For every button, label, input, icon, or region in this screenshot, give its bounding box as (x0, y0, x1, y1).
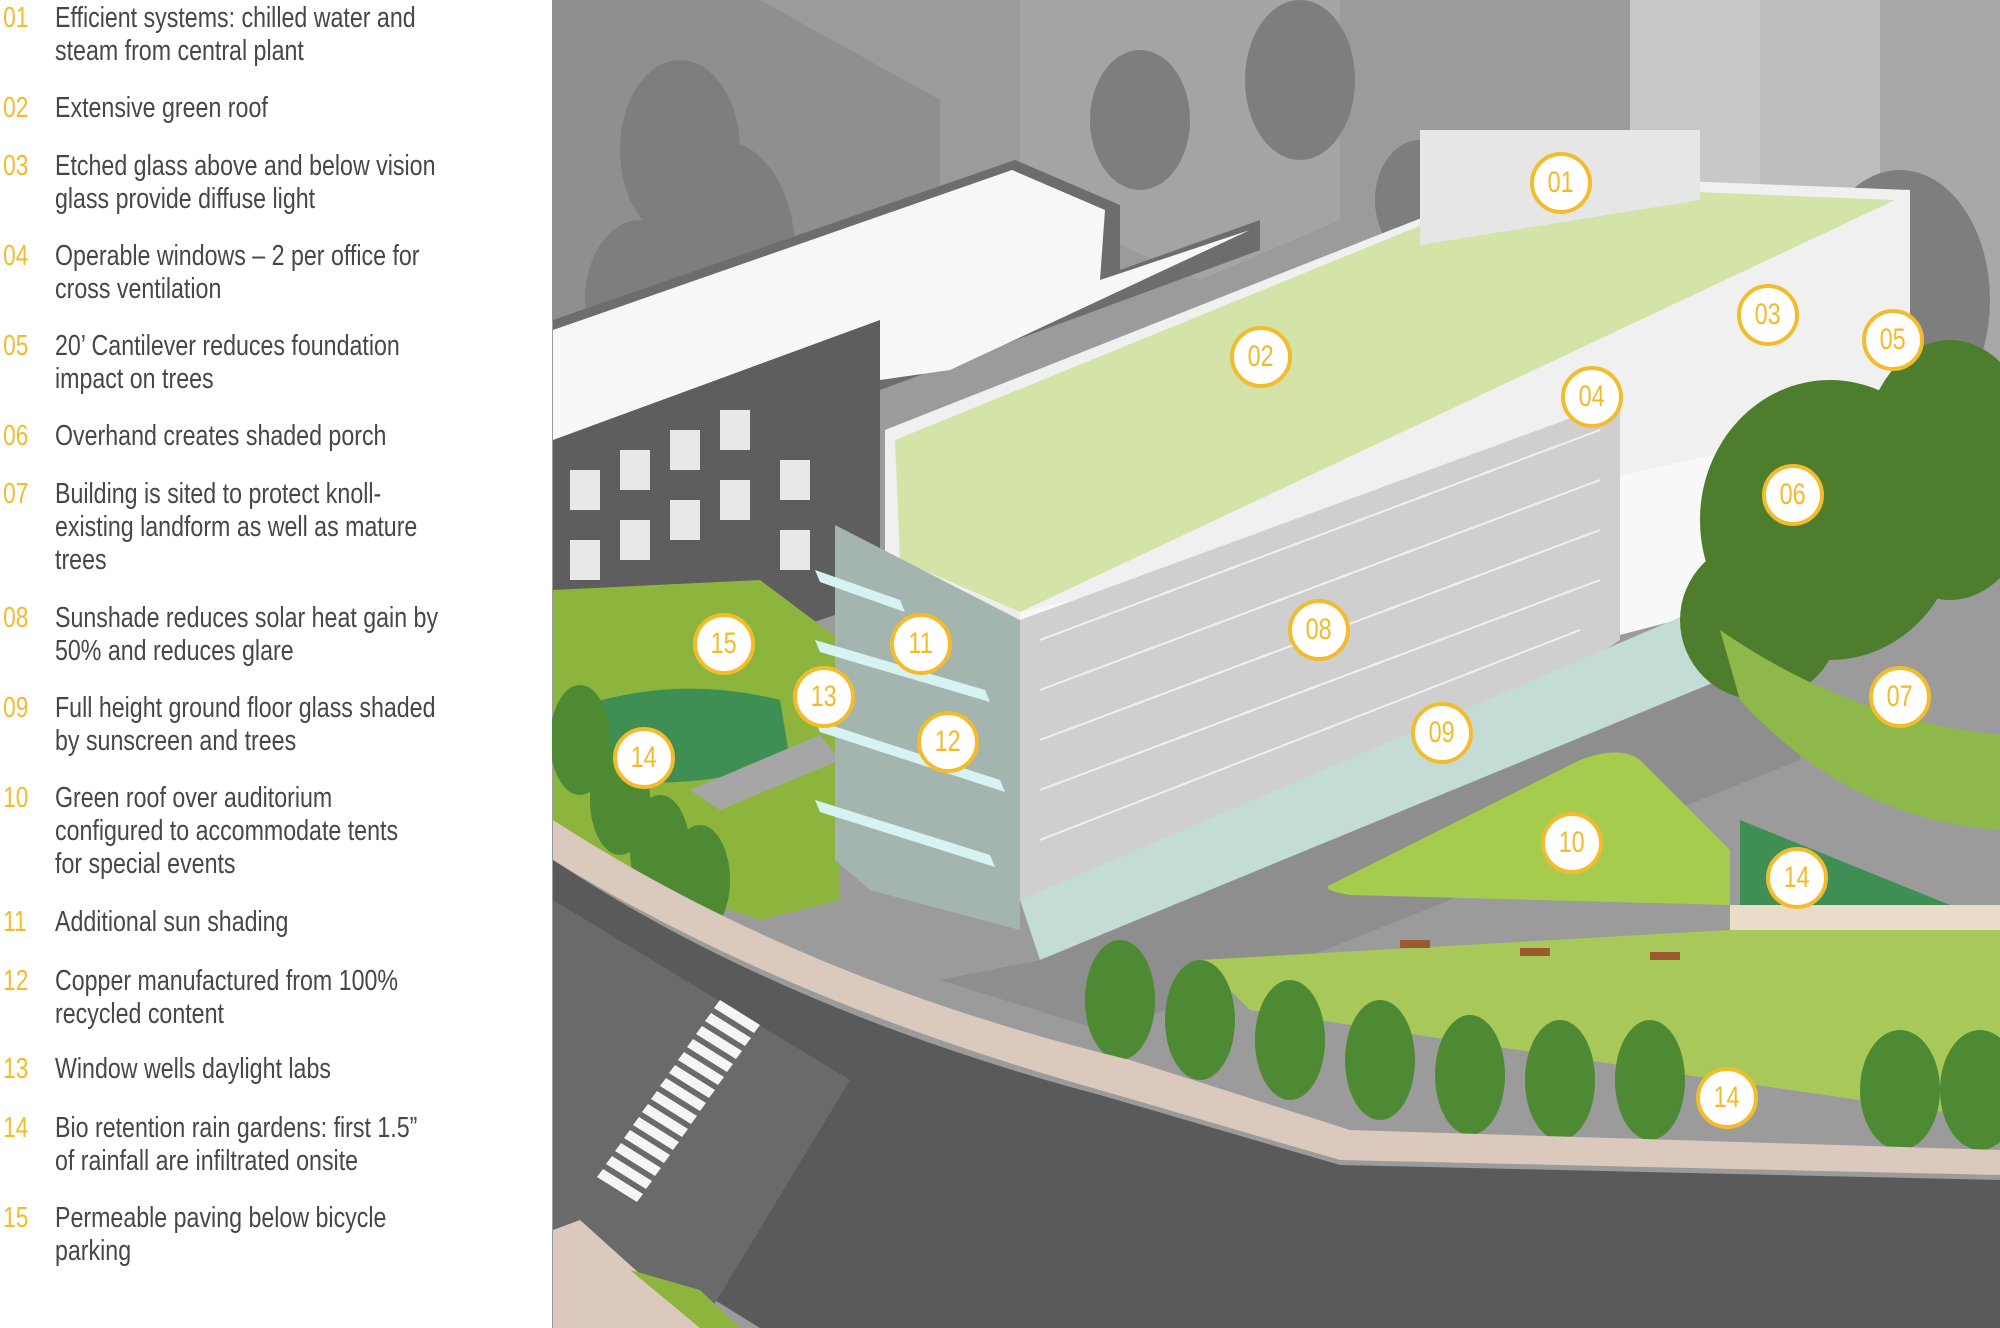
marker-label: 15 (710, 627, 738, 660)
marker-14-left: 14 (613, 727, 675, 789)
marker-11: 11 (890, 613, 952, 675)
marker-09: 09 (1411, 702, 1473, 764)
marker-label: 13 (810, 680, 838, 713)
marker-12: 12 (917, 711, 979, 773)
marker-label: 14 (1783, 861, 1811, 894)
legend-item-03: 03 Etched glass above and below vision g… (0, 150, 552, 216)
historic-windows (570, 410, 810, 580)
marker-07: 07 (1869, 666, 1931, 728)
legend-number: 06 (3, 420, 29, 452)
legend-number: 09 (3, 692, 29, 724)
sun-shades (815, 570, 1005, 867)
marker-03: 03 (1737, 284, 1799, 346)
marker-label: 05 (1879, 323, 1907, 356)
marker-label: 12 (934, 725, 962, 758)
marker-01: 01 (1530, 152, 1592, 214)
legend-text: Full height ground floor glass shaded by… (55, 692, 436, 757)
legend-text: Bio retention rain gardens: first 1.5” o… (55, 1112, 418, 1177)
legend-number: 13 (3, 1053, 29, 1085)
marker-label: 06 (1779, 478, 1807, 511)
marker-label: 09 (1428, 716, 1456, 749)
marker-05: 05 (1862, 309, 1924, 371)
marker-08: 08 (1288, 599, 1350, 661)
legend-item-02: 02 Extensive green roof (0, 92, 552, 125)
legend-number: 05 (3, 330, 29, 362)
legend-text: Additional sun shading (55, 906, 289, 938)
street-trees (552, 685, 2000, 1150)
mature-trees (1680, 340, 2000, 700)
legend-number: 14 (3, 1112, 29, 1144)
legend-item-04: 04 Operable windows – 2 per office for c… (0, 240, 552, 306)
legend-number: 12 (3, 965, 29, 997)
knoll-lawn (1720, 630, 2000, 830)
marker-label: 14 (1713, 1081, 1741, 1114)
marker-label: 01 (1547, 166, 1575, 199)
legend-number: 08 (3, 602, 29, 634)
legend-text: Building is sited to protect knoll- exis… (55, 478, 418, 576)
legend-item-07: 07 Building is sited to protect knoll- e… (0, 478, 552, 577)
marker-label: 07 (1886, 680, 1914, 713)
legend-item-06: 06 Overhand creates shaded porch (0, 420, 552, 453)
legend-text: Green roof over auditorium configured to… (55, 782, 399, 880)
legend-item-01: 01 Efficient systems: chilled water and … (0, 2, 552, 68)
site-rendering (552, 0, 2000, 1328)
legend-text: Etched glass above and below vision glas… (55, 150, 436, 215)
marker-06: 06 (1762, 464, 1824, 526)
legend-number: 03 (3, 150, 29, 182)
marker-02: 02 (1230, 326, 1292, 388)
crosswalk (597, 1000, 760, 1202)
legend-item-15: 15 Permeable paving below bicycle parkin… (0, 1202, 552, 1268)
marker-04: 04 (1561, 366, 1623, 428)
legend-text: Copper manufactured from 100% recycled c… (55, 965, 399, 1030)
street-asphalt (553, 860, 2000, 1328)
legend-item-10: 10 Green roof over auditorium configured… (0, 782, 552, 881)
marker-15: 15 (693, 613, 755, 675)
marker-13: 13 (793, 666, 855, 728)
legend-number: 07 (3, 478, 29, 510)
aerial-illustration (552, 0, 2000, 1328)
legend-item-09: 09 Full height ground floor glass shaded… (0, 692, 552, 758)
legend-panel: 01 Efficient systems: chilled water and … (0, 0, 552, 1328)
legend-text: Efficient systems: chilled water and ste… (55, 2, 416, 67)
legend-item-14: 14 Bio retention rain gardens: first 1.5… (0, 1112, 552, 1178)
marker-label: 08 (1305, 613, 1333, 646)
legend-item-12: 12 Copper manufactured from 100% recycle… (0, 965, 552, 1031)
legend-text: Extensive green roof (55, 92, 268, 124)
legend-number: 11 (3, 906, 27, 938)
lower-lawn (1200, 930, 2000, 1120)
marker-label: 02 (1247, 340, 1275, 373)
legend-text: Sunshade reduces solar heat gain by 50% … (55, 602, 439, 667)
sidewalk (553, 820, 2000, 1175)
legend-text: 20’ Cantilever reduces foundation impact… (55, 330, 400, 395)
auditorium-green-roof (1327, 752, 1730, 905)
legend-text: Permeable paving below bicycle parking (55, 1202, 387, 1267)
legend-number: 15 (3, 1202, 29, 1234)
legend-item-08: 08 Sunshade reduces solar heat gain by 5… (0, 602, 552, 668)
legend-item-13: 13 Window wells daylight labs (0, 1053, 552, 1086)
marker-label: 04 (1578, 380, 1606, 413)
legend-item-05: 05 20’ Cantilever reduces foundation imp… (0, 330, 552, 396)
green-roof (895, 185, 1895, 612)
legend-number: 01 (3, 2, 29, 34)
marker-label: 11 (908, 627, 934, 660)
marker-label: 03 (1754, 298, 1782, 331)
marker-label: 10 (1558, 826, 1586, 859)
marker-10: 10 (1541, 812, 1603, 874)
legend-number: 04 (3, 240, 29, 272)
legend-number: 10 (3, 782, 29, 814)
marker-14-right: 14 (1766, 847, 1828, 909)
legend-number: 02 (3, 92, 29, 124)
marker-label: 14 (630, 741, 658, 774)
ground-floor-glass (1020, 600, 1720, 960)
legend-text: Window wells daylight labs (55, 1053, 331, 1085)
legend-text: Operable windows – 2 per office for cros… (55, 240, 420, 305)
legend-text: Overhand creates shaded porch (55, 420, 387, 452)
legend-item-11: 11 Additional sun shading (0, 906, 552, 939)
benches (1400, 940, 1680, 960)
marker-14-bottom: 14 (1696, 1067, 1758, 1129)
